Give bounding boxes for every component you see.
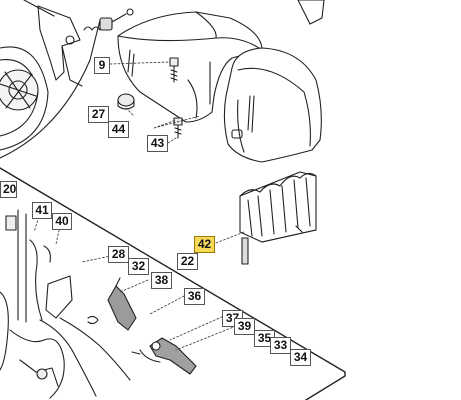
callout-36: 36: [184, 288, 205, 305]
chassis-plate-edge: [0, 167, 346, 400]
leader-lines-bottom: [33, 212, 237, 351]
callout-35: 35: [254, 330, 275, 347]
lower-left-assembly: [0, 209, 131, 399]
callout-33: 33: [270, 337, 291, 354]
callout-27: 27: [88, 106, 109, 123]
callout-22: 22: [177, 253, 198, 270]
lever-37: [131, 337, 197, 375]
spring-and-pin: [83, 8, 134, 31]
air-filter-42: [239, 171, 317, 265]
callout-38: 38: [151, 272, 172, 289]
cap-27: [117, 93, 135, 110]
leader-42: [215, 231, 245, 244]
callout-32: 32: [128, 258, 149, 275]
callout-34: 34: [290, 349, 311, 366]
callout-28: 28: [108, 246, 129, 263]
drive-belt: [0, 19, 101, 159]
lever-38: [107, 277, 137, 331]
spring-clip: [87, 315, 99, 325]
outer-hood: [223, 47, 322, 163]
callout-9: 9: [94, 57, 110, 74]
callout-20: 20: [0, 181, 17, 198]
callout-43: 43: [147, 135, 168, 152]
callout-42: 42: [194, 236, 215, 253]
callout-40: 40: [52, 213, 72, 230]
callout-39: 39: [234, 318, 255, 335]
lever-bracket: [23, 0, 83, 87]
callout-41: 41: [32, 202, 52, 219]
leader-lines-top: [109, 61, 201, 144]
pulley-wheel: [0, 46, 49, 151]
top-right-part: [297, 0, 325, 25]
callout-44: 44: [108, 121, 129, 138]
inner-cover: [117, 11, 263, 123]
